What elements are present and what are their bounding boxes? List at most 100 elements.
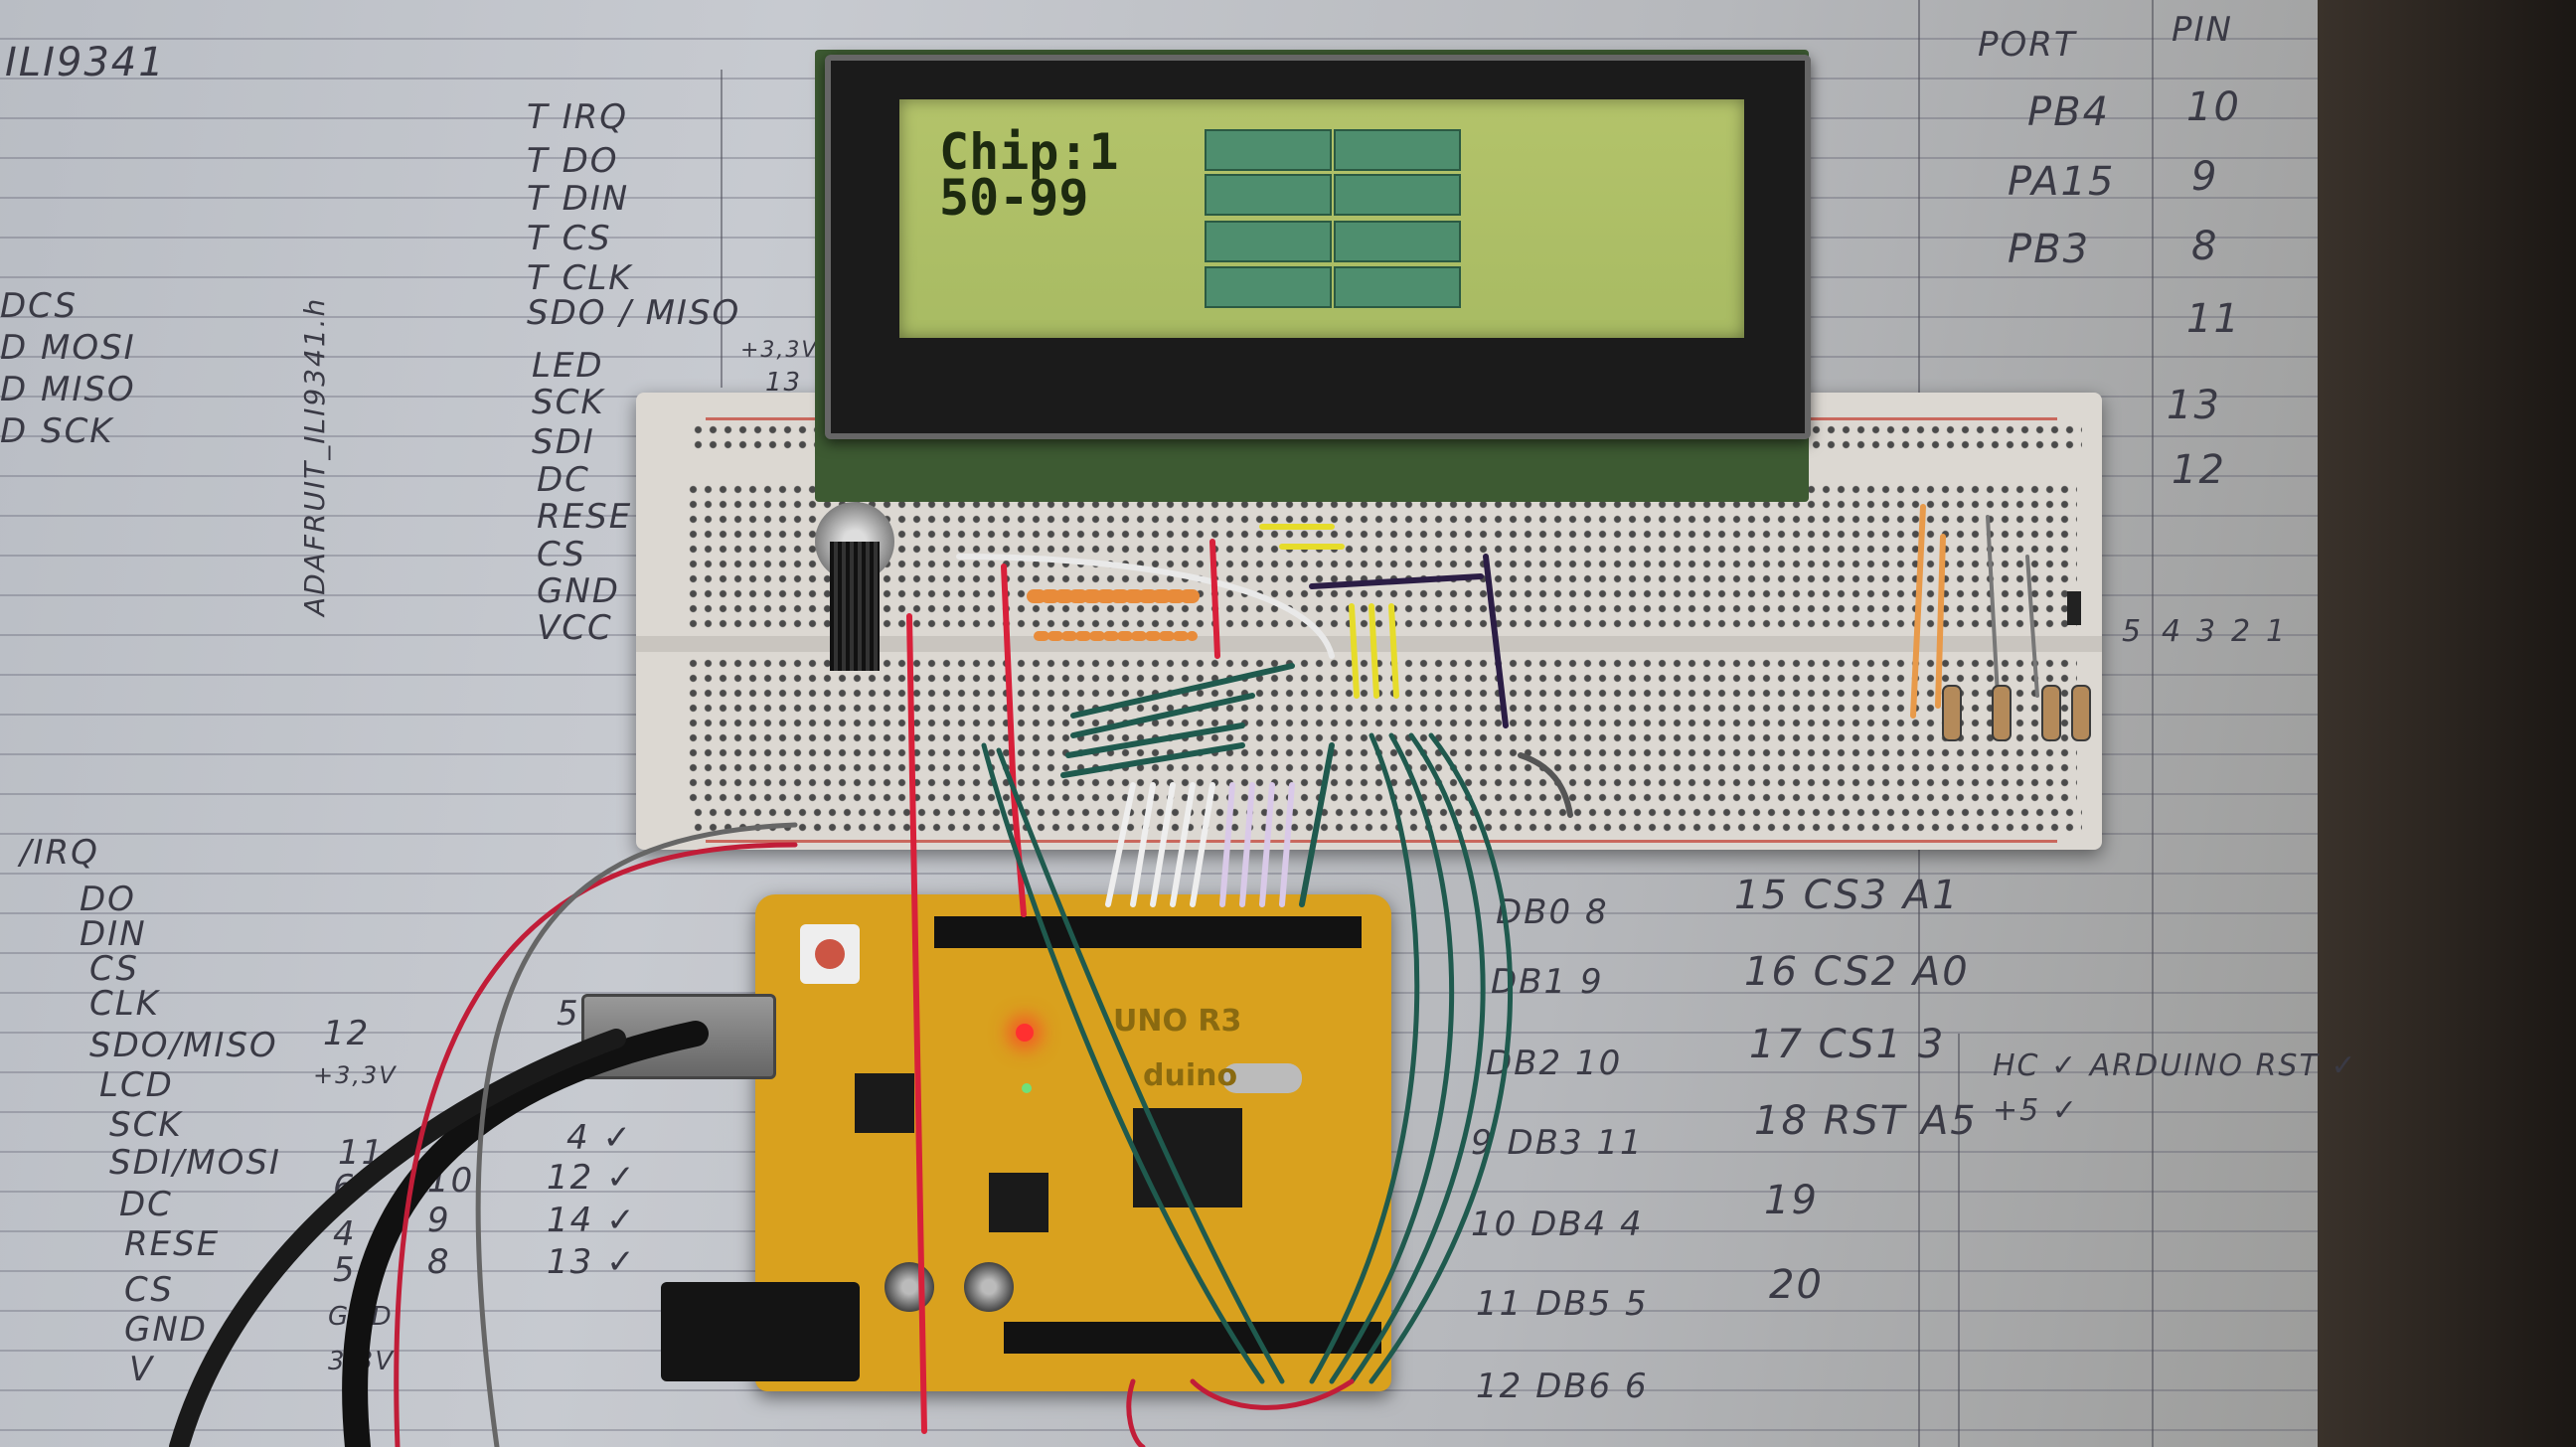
note-lower-pin: DC xyxy=(119,1185,173,1224)
note-lower-misc: 5 xyxy=(557,994,580,1034)
note-right-db: DB0 8 xyxy=(1496,892,1609,932)
note-right-port: PB3 xyxy=(2008,227,2091,272)
paper-margin-line xyxy=(1958,1034,1960,1447)
note-lower-pin: LCD xyxy=(99,1065,174,1105)
lcd-char-block xyxy=(1334,221,1461,262)
usb-cable xyxy=(342,1021,709,1447)
teal-long-wire xyxy=(1329,732,1455,1384)
lcd-char-block xyxy=(1205,221,1332,262)
teal-jumper-wire xyxy=(1299,742,1335,907)
red-jumper-wire xyxy=(1190,1378,1355,1410)
note-column-number: 2 xyxy=(2231,614,2253,649)
note-column-number: 3 xyxy=(2196,614,2218,649)
reset-button xyxy=(800,924,860,984)
resistor xyxy=(1992,685,2012,741)
note-left-pin: D SCK xyxy=(0,411,114,451)
note-right-pin: 10 xyxy=(2186,84,2241,130)
note-tft-pin: DC xyxy=(537,460,590,500)
power-led xyxy=(1016,1024,1034,1042)
purple-jumper-wire xyxy=(1309,573,1484,589)
note-tft-pin: GND xyxy=(537,571,620,611)
note-lower-pin: V xyxy=(129,1350,155,1389)
note-lower-pin: RESE xyxy=(124,1224,221,1264)
status-led xyxy=(1022,1083,1032,1093)
note-tft-pin: T CLK xyxy=(527,258,633,298)
lcd-char-block xyxy=(1334,174,1461,216)
lcd-custom-chars xyxy=(1205,129,1465,308)
note-check: 13 ✓ xyxy=(547,1242,637,1282)
note-right-cs: 19 xyxy=(1764,1178,1819,1223)
note-right-db: 10 DB4 4 xyxy=(1471,1205,1644,1244)
note-right-pin: 12 xyxy=(2172,447,2226,493)
red-jumper-wire xyxy=(906,613,927,1434)
dc-jack xyxy=(661,1282,860,1381)
note-lower-pin: SDI/MOSI xyxy=(109,1143,281,1183)
capacitor xyxy=(885,1262,934,1312)
yellow-jumper-wires xyxy=(1349,603,1399,699)
note-right-db: 9 DB3 11 xyxy=(1471,1123,1644,1163)
white-jumper-bundle xyxy=(1105,782,1215,907)
note-lower-mid-number: 9 xyxy=(427,1201,451,1240)
note-right-header: PIN xyxy=(2172,10,2233,50)
note-tft-pin: T DO xyxy=(527,141,619,181)
grey-jumper-wire xyxy=(1518,752,1573,818)
note-right-port: PB4 xyxy=(2027,89,2111,135)
yellow-jumper-wires xyxy=(1259,524,1345,550)
note-right-header: PORT xyxy=(1978,25,2077,65)
note-lower-pin: DO xyxy=(80,880,136,919)
lcd-line-1: Chip:1 xyxy=(939,123,1119,181)
dark-background-right xyxy=(2318,0,2576,1447)
purple-jumper-wire xyxy=(1483,554,1509,728)
note-lower-pin: CS xyxy=(124,1270,174,1310)
note-right-pin: 8 xyxy=(2191,224,2219,269)
note-check: 12 ✓ xyxy=(547,1158,637,1198)
teal-jumper-wire xyxy=(1070,663,1295,719)
breadboard-center-channel xyxy=(636,636,2102,652)
lcd-char-block xyxy=(1334,129,1461,171)
note-lower-pin: SCK xyxy=(109,1105,183,1145)
crystal xyxy=(1222,1063,1302,1093)
note-right-cs: 18 RST A5 xyxy=(1754,1098,1978,1144)
paper-margin-line xyxy=(2152,0,2154,1447)
usb-cable xyxy=(169,1029,626,1447)
note-right-cs: 17 CS1 3 xyxy=(1749,1022,1946,1067)
breadboard-power-rail xyxy=(691,805,2082,837)
breadboard-rail-line xyxy=(706,840,2057,843)
analog-header xyxy=(1004,1322,1381,1354)
teal-long-wire xyxy=(981,742,1265,1384)
note-lower-number: 5 xyxy=(333,1250,357,1290)
note-column-number: 4 xyxy=(2162,614,2183,649)
resistor xyxy=(1942,685,1962,741)
note-tft-pin: SDI xyxy=(532,422,595,462)
teal-long-wire xyxy=(1309,732,1420,1384)
note-tft-pin: SDO / MISO xyxy=(527,293,741,333)
note-right-cs: 16 CS2 A0 xyxy=(1744,949,1970,995)
note-tft-pin: CS xyxy=(537,535,586,574)
note-lower-pin: CS xyxy=(89,949,139,989)
note-tft-pin: T IRQ xyxy=(527,97,628,137)
note-right-extra: +5 ✓ xyxy=(1993,1093,2079,1128)
capacitor xyxy=(964,1262,1014,1312)
teal-jumper-wire xyxy=(1060,742,1245,778)
note-left-pin: D MISO xyxy=(0,370,136,409)
breadboard-terminal-strip xyxy=(686,656,2077,805)
note-right-cs: 20 xyxy=(1769,1262,1824,1308)
teal-long-wire xyxy=(1368,732,1514,1384)
note-column-number: 1 xyxy=(2266,614,2288,649)
note-lower-number: 4 xyxy=(333,1214,357,1254)
note-check: 14 ✓ xyxy=(547,1201,637,1240)
diode xyxy=(2067,591,2081,625)
note-right-db: 11 DB5 5 xyxy=(1476,1284,1649,1324)
note-right-pin: 13 xyxy=(2167,383,2221,428)
note-lower-pin: /IRQ xyxy=(20,833,99,873)
note-lower-mid-number: 8 xyxy=(427,1242,451,1282)
teal-jumper-wire xyxy=(1065,723,1245,758)
note-left-pin: D MOSI xyxy=(0,328,136,368)
teal-long-wire xyxy=(996,747,1285,1384)
lcd-line-2: 50-99 xyxy=(939,169,1089,227)
note-tft-pin: LED xyxy=(532,346,604,386)
note-tft-pin: VCC xyxy=(537,608,613,648)
note-right-pin: 9 xyxy=(2191,154,2219,200)
note-tft-pin: RESE xyxy=(537,497,633,537)
note-lower-pin: CLK xyxy=(89,984,160,1024)
